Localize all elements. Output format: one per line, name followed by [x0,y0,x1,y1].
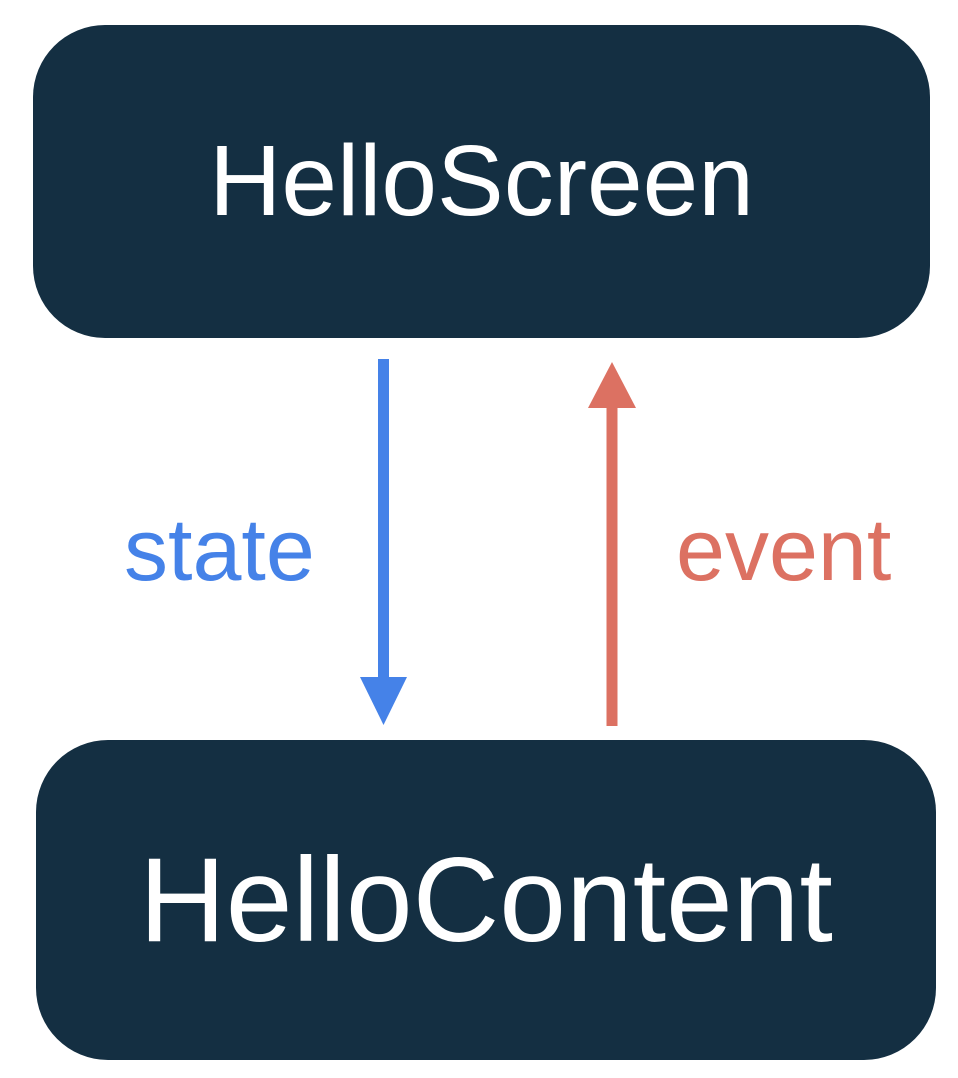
hello-content-label: HelloContent [139,833,833,967]
hello-content-box: HelloContent [36,740,936,1060]
state-label: state [124,500,315,599]
state-arrow-down [360,359,407,725]
hello-screen-box: HelloScreen [33,25,930,338]
event-arrow-up [588,362,636,726]
event-label: event [676,500,892,599]
event-arrowhead-icon [588,362,636,408]
hello-screen-label: HelloScreen [209,125,754,237]
state-arrowhead-icon [360,677,407,725]
